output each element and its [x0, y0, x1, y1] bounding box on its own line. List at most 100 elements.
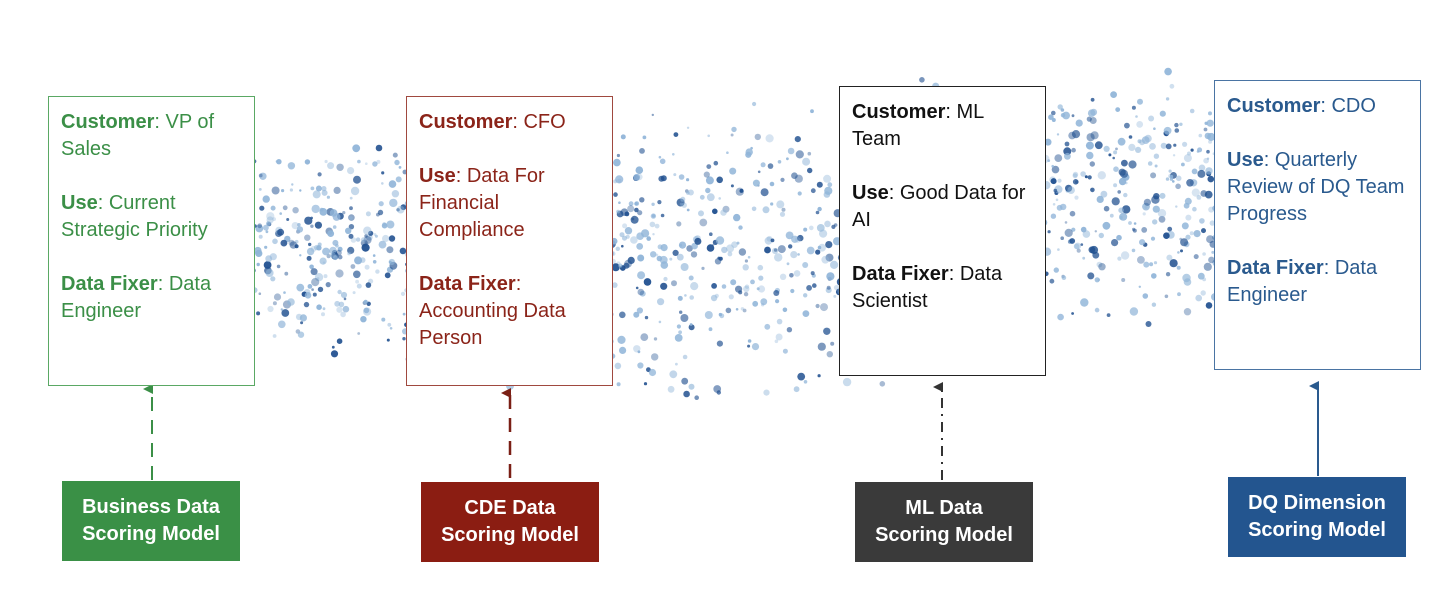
- scatter-dot: [388, 258, 395, 266]
- scatter-dot: [675, 362, 678, 366]
- scatter-dot: [623, 262, 630, 269]
- scatter-dot: [299, 254, 302, 257]
- scatter-dot: [1166, 254, 1173, 261]
- scatter-dot: [1096, 195, 1104, 203]
- scatter-dot: [744, 284, 750, 289]
- scatter-dot: [1128, 135, 1133, 139]
- scatter-dot: [680, 314, 689, 322]
- scatter-dot: [311, 278, 320, 287]
- scatter-dot: [1138, 285, 1142, 288]
- scatter-dot: [722, 205, 730, 213]
- scatter-dot: [770, 238, 775, 243]
- scatter-dot: [751, 206, 757, 212]
- scatter-dot: [1179, 122, 1183, 127]
- scatter-dot: [622, 223, 628, 229]
- scatter-dot: [815, 210, 820, 215]
- scatter-dot: [277, 228, 285, 236]
- scatter-dot: [349, 206, 353, 211]
- scatter-dot: [1053, 267, 1060, 273]
- scatter-dot: [1151, 302, 1157, 307]
- scatter-dot: [257, 223, 263, 229]
- scatter-dot: [1180, 249, 1183, 253]
- scatter-dot: [1112, 156, 1115, 160]
- scatter-dot: [372, 254, 376, 257]
- scatter-dot: [686, 245, 693, 252]
- scatter-dot: [727, 251, 733, 257]
- scatter-dot: [322, 247, 330, 256]
- scatter-dot: [1183, 202, 1190, 209]
- scatter-dot: [1092, 251, 1100, 259]
- scatter-dot: [650, 213, 657, 219]
- scatter-dot: [281, 189, 285, 193]
- scatter-dot: [611, 263, 620, 272]
- scatter-dot: [786, 262, 790, 266]
- scatter-dot: [658, 155, 662, 159]
- scatter-dot: [321, 186, 327, 192]
- scatter-dot: [1169, 83, 1175, 89]
- scatter-dot: [319, 257, 327, 265]
- scatter-dot: [1153, 153, 1160, 159]
- scatter-dot: [292, 207, 299, 214]
- scatter-dot: [1158, 215, 1166, 223]
- scatter-dot: [1142, 293, 1149, 299]
- scatter-dot: [681, 377, 689, 385]
- scatter-dot: [340, 311, 346, 318]
- scatter-dot: [648, 368, 657, 377]
- scatter-dot: [679, 310, 683, 314]
- scatter-dot: [1193, 254, 1199, 260]
- scatter-dot: [699, 194, 705, 200]
- scatter-dot: [750, 279, 755, 285]
- scatter-dot: [1089, 117, 1097, 124]
- scatter-dot: [655, 253, 659, 257]
- scatter-dot: [284, 271, 289, 276]
- scatter-dot: [1208, 256, 1215, 264]
- scatter-dot: [806, 285, 812, 291]
- scatter-dot: [627, 205, 635, 213]
- scatter-dot: [1048, 114, 1054, 120]
- scatter-dot: [304, 234, 311, 241]
- scatter-dot: [643, 278, 652, 286]
- scatter-dot: [317, 286, 324, 293]
- scatter-dot: [330, 350, 339, 358]
- scatter-dot: [833, 294, 837, 298]
- scatter-dot: [348, 233, 354, 239]
- scatter-dot: [1207, 132, 1216, 141]
- scatter-dot: [639, 290, 646, 297]
- scatter-dot: [815, 303, 820, 309]
- scatter-dot: [347, 246, 355, 254]
- scatter-dot: [730, 184, 734, 188]
- scatter-dot: [636, 232, 644, 240]
- scatter-dot: [812, 283, 817, 288]
- scatter-dot: [365, 162, 368, 165]
- scatter-dot: [1063, 147, 1072, 156]
- scatter-dot: [1174, 122, 1179, 128]
- scatter-dot: [303, 301, 310, 308]
- scatter-dot: [777, 160, 782, 164]
- scatter-dot: [347, 251, 351, 256]
- scatter-dot: [690, 251, 698, 258]
- scatter-dot: [330, 252, 336, 259]
- scatter-dot: [797, 253, 800, 256]
- scatter-dot: [1137, 256, 1145, 264]
- scatter-dot: [636, 243, 644, 250]
- scatter-dot: [1139, 239, 1146, 246]
- scatter-dot: [817, 206, 822, 212]
- scatter-dot: [752, 179, 760, 187]
- scatter-dot: [769, 181, 775, 187]
- scatter-dot: [1051, 110, 1056, 116]
- scatter-dot: [1165, 177, 1170, 181]
- scatter-dot: [803, 293, 808, 298]
- scatter-dot: [689, 295, 694, 300]
- scatter-dot: [291, 222, 299, 230]
- scatter-dot: [1200, 290, 1206, 296]
- scatter-dot: [399, 247, 407, 255]
- scatter-dot: [276, 159, 282, 165]
- scatter-dot: [637, 271, 646, 280]
- scatter-dot: [310, 268, 318, 276]
- scatter-dot: [1071, 114, 1075, 118]
- scatter-dot: [291, 183, 294, 186]
- scatter-dot: [794, 136, 801, 143]
- scatter-dot: [1064, 152, 1071, 160]
